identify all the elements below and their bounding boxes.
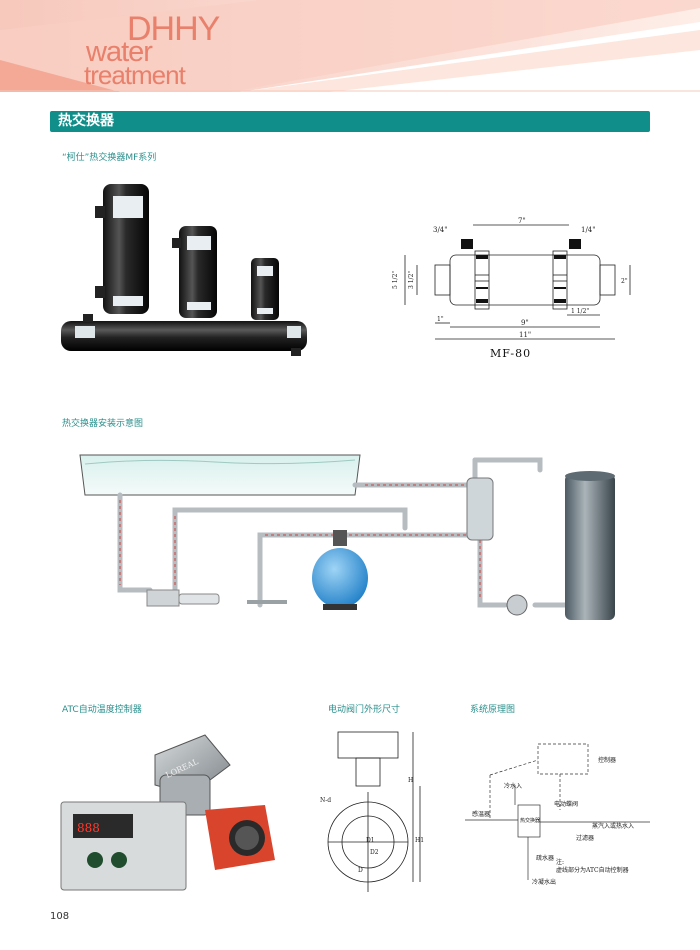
mf80-dimension-drawing: 3/4" 1/4" 7" 5 1/2" 3 1/2" 2" 1" 1 1/2" … xyxy=(392,217,631,360)
product-subtitle: “柯仕”热交换器MF系列 xyxy=(62,153,157,163)
system-schematic: 控制器 冷水入 感温器 热交换器 电动蝶阀 过滤器 蒸汽入或热水入 疏水器 冷凝… xyxy=(465,743,650,886)
logo-treatment: treatment xyxy=(84,60,186,90)
dim-right: 2" xyxy=(621,278,628,285)
sys-valve: 电动蝶阀 xyxy=(554,800,578,808)
valve-label-h: H xyxy=(408,777,413,784)
valve-label-h1: H1 xyxy=(415,837,424,844)
valve-subtitle: 电动阀门外形尺寸 xyxy=(328,705,401,715)
sys-controller: 控制器 xyxy=(598,756,616,764)
atc-subtitle: ATC自动温度控制器 xyxy=(62,705,142,715)
sys-note-text: 虚线部分为ATC自动控制器 xyxy=(556,866,629,874)
sys-steam-in: 蒸汽入或热水入 xyxy=(592,822,634,830)
sys-note: 注: xyxy=(556,858,564,866)
atc-display: 888 xyxy=(77,821,100,835)
system-subtitle: 系统原理图 xyxy=(470,705,516,715)
dim-left-port: 3/4" xyxy=(433,226,448,234)
dim-body: 9" xyxy=(521,319,529,327)
dim-height-outer: 5 1/2" xyxy=(392,271,399,289)
page-header xyxy=(0,0,700,92)
sys-cond-out: 冷凝水出 xyxy=(532,878,556,886)
sys-sensor: 感温器 xyxy=(472,810,490,818)
sys-filter: 过滤器 xyxy=(576,834,594,842)
logo-dhhy: DHHY xyxy=(127,10,220,48)
installation-diagram xyxy=(79,454,615,620)
sys-trap: 疏水器 xyxy=(536,854,554,862)
valve-label-n: N-d xyxy=(320,797,331,804)
valve-dimension-drawing: H H1 D1 D2 D N-d xyxy=(320,731,424,892)
atc-controller-photo: 888 LOREAL xyxy=(60,734,275,891)
dim-right-port: 1/4" xyxy=(581,226,596,234)
page-number: 108 xyxy=(50,911,70,922)
model-label: MF-80 xyxy=(490,347,531,360)
logo-water: water xyxy=(86,36,153,68)
valve-label-d1: D1 xyxy=(366,837,375,844)
header-stripes xyxy=(0,0,700,92)
sys-cold-in: 冷水入 xyxy=(504,782,522,790)
heat-exchanger-photo xyxy=(61,184,307,356)
dim-top: 7" xyxy=(518,217,526,225)
valve-label-d2: D2 xyxy=(370,849,379,856)
dim-total: 11" xyxy=(519,331,531,339)
section-title: 热交换器 xyxy=(58,113,114,129)
sys-exchanger: 热交换器 xyxy=(520,817,540,824)
dim-right-stub: 1 1/2" xyxy=(571,308,589,315)
dim-left-stub: 1" xyxy=(437,316,444,323)
section-bar xyxy=(50,111,650,132)
valve-label-d: D xyxy=(358,867,363,874)
dim-height-inner: 3 1/2" xyxy=(408,271,415,289)
installation-subtitle: 热交换器安装示意图 xyxy=(62,419,144,429)
